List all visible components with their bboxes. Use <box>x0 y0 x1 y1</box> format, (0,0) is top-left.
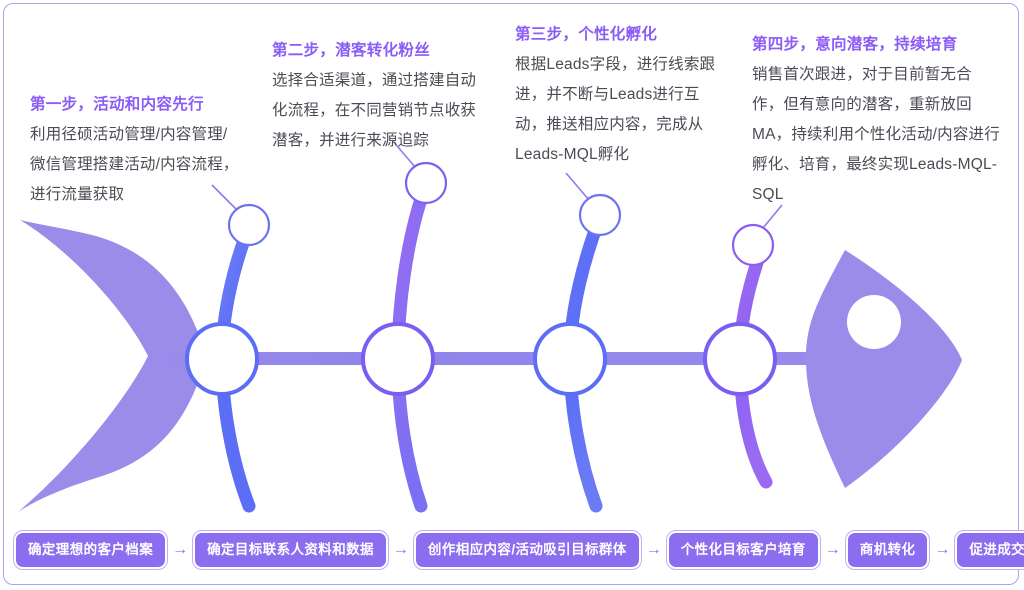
node-circle-2[interactable] <box>404 161 448 205</box>
node-circle-3[interactable] <box>578 193 622 237</box>
step-block-4: 第四步，意向潜客，持续培育 销售首次跟进，对于目前暂无合作，但有意向的潜客，重新… <box>752 32 1000 210</box>
leader-line-3 <box>565 172 590 201</box>
fish-tail <box>18 220 205 512</box>
step-1-body: 利用径硕活动管理/内容管理/微信管理搭建活动/内容流程，进行流量获取 <box>30 126 239 203</box>
leader-line-4 <box>762 204 783 229</box>
fish-eye <box>847 295 901 349</box>
vertebra-node-2[interactable] <box>361 322 435 396</box>
process-box-2[interactable]: 确定目标联系人资料和数据 <box>192 530 389 570</box>
step-1-title: 第一步，活动和内容先行 <box>30 96 204 113</box>
leader-line-1 <box>211 184 238 211</box>
step-2-body: 选择合适渠道，通过搭建自动化流程，在不同营销节点收获潜客，并进行来源追踪 <box>272 72 477 149</box>
vertebra-node-4[interactable] <box>703 322 777 396</box>
node-circle-4[interactable] <box>731 223 775 267</box>
process-box-5[interactable]: 商机转化 <box>844 530 931 570</box>
step-3-title: 第三步，个性化孵化 <box>515 26 658 43</box>
process-box-4[interactable]: 个性化目标客户培育 <box>665 530 821 570</box>
leader-line-2 <box>391 139 416 168</box>
process-arrow-2: → <box>392 541 409 558</box>
step-4-title: 第四步，意向潜客，持续培育 <box>752 36 958 53</box>
process-arrow-5: → <box>934 541 951 558</box>
fish-spine <box>148 352 888 365</box>
step-block-3: 第三步，个性化孵化 根据Leads字段，进行线索跟进，并不断与Leads进行互动… <box>515 22 725 170</box>
process-box-1[interactable]: 确定理想的客户档案 <box>12 530 169 570</box>
fish-head <box>806 250 962 488</box>
process-box-3[interactable]: 创作相应内容/活动吸引目标群体 <box>412 530 642 570</box>
vertebra-node-1[interactable] <box>185 322 259 396</box>
process-arrow-3: → <box>645 541 662 558</box>
process-box-6[interactable]: 促进成交 <box>954 530 1024 570</box>
step-block-1: 第一步，活动和内容先行 利用径硕活动管理/内容管理/微信管理搭建活动/内容流程，… <box>30 92 242 210</box>
process-arrow-1: → <box>172 541 189 558</box>
process-arrow-4: → <box>824 541 841 558</box>
process-flow-row: 确定理想的客户档案 → 确定目标联系人资料和数据 → 创作相应内容/活动吸引目标… <box>12 528 1024 572</box>
node-circle-1[interactable] <box>227 203 271 247</box>
step-4-body: 销售首次跟进，对于目前暂无合作，但有意向的潜客，重新放回MA，持续利用个性化活动… <box>752 66 1000 203</box>
vertebra-node-3[interactable] <box>533 322 607 396</box>
step-2-title: 第二步，潜客转化粉丝 <box>272 42 431 59</box>
step-block-2: 第二步，潜客转化粉丝 选择合适渠道，通过搭建自动化流程，在不同营销节点收获潜客，… <box>272 38 490 156</box>
step-3-body: 根据Leads字段，进行线索跟进，并不断与Leads进行互动，推送相应内容，完成… <box>515 56 716 163</box>
